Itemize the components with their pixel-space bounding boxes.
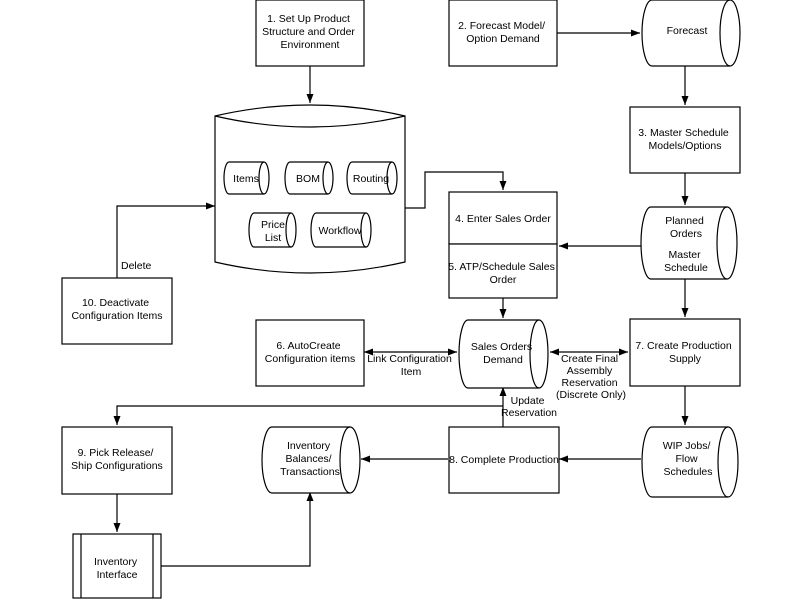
items-label: Items	[233, 173, 259, 185]
step2-label: 2. Forecast Model/ Option Demand	[458, 20, 548, 45]
step10-node: 10. Deactivate Configuration Items	[61, 277, 173, 345]
inventory-balances-node: Inventory Balances/ Transactions	[261, 426, 361, 494]
planned-orders-label: Planned Orders	[665, 215, 706, 240]
delete-edge-label: Delete	[121, 260, 152, 272]
step6-node: 6. AutoCreate Configuration items	[255, 319, 365, 387]
create-final-assembly-label: Create Final Assembly Reservation (Discr…	[556, 353, 626, 401]
bom-node: BOM	[284, 161, 334, 195]
forecast-node: Forecast	[641, 0, 741, 67]
step5-label: 5. ATP/Schedule Sales Order	[448, 261, 558, 286]
routing-node: Routing	[346, 161, 398, 195]
update-reservation-label: Update Reservation	[501, 395, 557, 419]
step10-label: 10. Deactivate Configuration Items	[71, 297, 162, 322]
workflow-node: Workflow	[310, 212, 372, 248]
wip-jobs-label: WIP Jobs/ Flow Schedules	[663, 440, 714, 478]
inventory-interface-node: Inventory Interface	[72, 533, 162, 599]
inventory-balances-label: Inventory Balances/ Transactions	[280, 440, 340, 478]
step1-node: 1. Set Up Product Structure and Order En…	[255, 0, 365, 67]
step4-node: 4. Enter Sales Order	[448, 191, 558, 245]
step2-node: 2. Forecast Model/ Option Demand	[448, 0, 558, 67]
arrow-step10-to-database	[116, 202, 215, 278]
step7-node: 7. Create Production Supply	[629, 318, 741, 387]
connectors	[113, 29, 689, 567]
inventory-interface-label: Inventory Interface	[94, 556, 140, 581]
step8-label: 8. Complete Production	[449, 454, 559, 466]
step7-label: 7. Create Production Supply	[635, 340, 734, 365]
wip-jobs-node: WIP Jobs/ Flow Schedules	[641, 426, 739, 498]
sales-orders-demand-node: Sales Orders Demand	[458, 319, 549, 389]
planned-orders-node: Planned Orders Master Schedule	[640, 206, 738, 280]
arrow-to-step9	[113, 405, 503, 425]
arrow-interface-to-inventory	[161, 492, 314, 567]
bom-label: BOM	[296, 173, 320, 185]
link-configuration-item-label: Link Configuration Item	[367, 353, 455, 378]
arrow-database-to-step4	[405, 171, 507, 209]
step9-label: 9. Pick Release/ Ship Configurations	[71, 447, 163, 472]
step4-label: 4. Enter Sales Order	[455, 213, 551, 225]
step8-node: 8. Complete Production	[448, 426, 560, 494]
step6-label: 6. AutoCreate Configuration items	[265, 340, 355, 365]
forecast-label: Forecast	[667, 25, 708, 37]
step3-node: 3. Master Schedule Models/Options	[629, 106, 741, 174]
routing-label: Routing	[353, 173, 389, 185]
master-schedule-label: Master Schedule	[664, 249, 708, 274]
step9-node: 9. Pick Release/ Ship Configurations	[61, 426, 173, 495]
step3-label: 3. Master Schedule Models/Options	[638, 127, 731, 152]
sales-orders-demand-label: Sales Orders Demand	[471, 341, 535, 366]
workflow-label: Workflow	[319, 225, 362, 237]
items-node: Items	[223, 161, 270, 195]
step1-label: 1. Set Up Product Structure and Order En…	[262, 13, 358, 51]
step5-node: 5. ATP/Schedule Sales Order	[448, 243, 558, 299]
